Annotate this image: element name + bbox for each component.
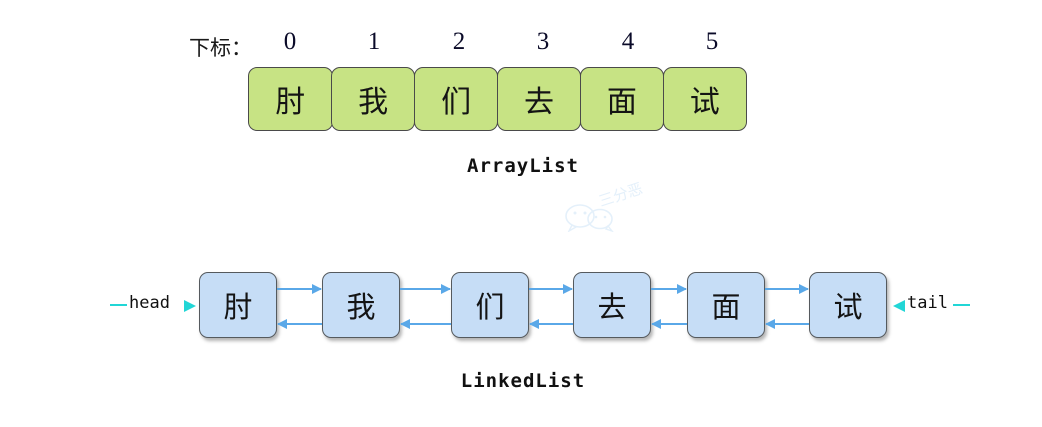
prev-arrow-icon bbox=[277, 319, 322, 329]
index-number-5: 5 bbox=[705, 28, 719, 55]
tail-pointer-label: tail bbox=[907, 293, 948, 313]
array-cell: 们 bbox=[413, 67, 499, 131]
prev-arrow-icon bbox=[529, 319, 573, 329]
array-cell: 去 bbox=[496, 67, 582, 131]
arraylist-caption: ArrayList bbox=[0, 155, 1042, 177]
linkedlist-node: 试 bbox=[809, 272, 887, 338]
linkedlist-node: 肘 bbox=[199, 272, 277, 338]
head-arrow-icon bbox=[184, 300, 196, 312]
linkedlist-node: 们 bbox=[451, 272, 529, 338]
linkedlist-caption-text: LinkedList bbox=[460, 370, 586, 392]
index-number-3: 3 bbox=[536, 28, 550, 55]
linkedlist-caption: LinkedList bbox=[0, 370, 1042, 392]
array-cell: 我 bbox=[330, 67, 416, 131]
index-row-label: 下标： bbox=[189, 36, 252, 60]
next-arrow-icon bbox=[765, 284, 809, 294]
arraylist-cells: 肘 我 们 去 面 试 bbox=[248, 67, 748, 131]
tail-arrow-icon bbox=[893, 300, 905, 312]
prev-arrow-icon bbox=[400, 319, 451, 329]
prev-arrow-icon bbox=[765, 319, 809, 329]
tail-pointer-line bbox=[953, 304, 970, 306]
array-cell: 肘 bbox=[248, 67, 333, 131]
array-cell: 试 bbox=[662, 67, 748, 131]
index-number-0: 0 bbox=[283, 28, 297, 55]
linkedlist-diagram: head 肘 我 们 去 面 试 tail LinkedList bbox=[0, 215, 1042, 427]
arraylist-diagram: 下标： 0 1 2 3 4 5 肘 我 们 去 面 试 ArrayList bbox=[0, 28, 1042, 177]
index-number-4: 4 bbox=[621, 28, 635, 55]
head-pointer-line bbox=[110, 304, 127, 306]
array-cell: 面 bbox=[579, 67, 665, 131]
head-pointer-label: head bbox=[129, 293, 170, 313]
next-arrow-icon bbox=[529, 284, 573, 294]
next-arrow-icon bbox=[651, 284, 687, 294]
linkedlist-node: 我 bbox=[322, 272, 400, 338]
next-arrow-icon bbox=[277, 284, 322, 294]
index-number-2: 2 bbox=[452, 28, 466, 55]
index-number-1: 1 bbox=[367, 28, 381, 55]
next-arrow-icon bbox=[400, 284, 451, 294]
linkedlist-node: 面 bbox=[687, 272, 765, 338]
arraylist-caption-text: ArrayList bbox=[467, 155, 579, 177]
prev-arrow-icon bbox=[651, 319, 687, 329]
linkedlist-node: 去 bbox=[573, 272, 651, 338]
